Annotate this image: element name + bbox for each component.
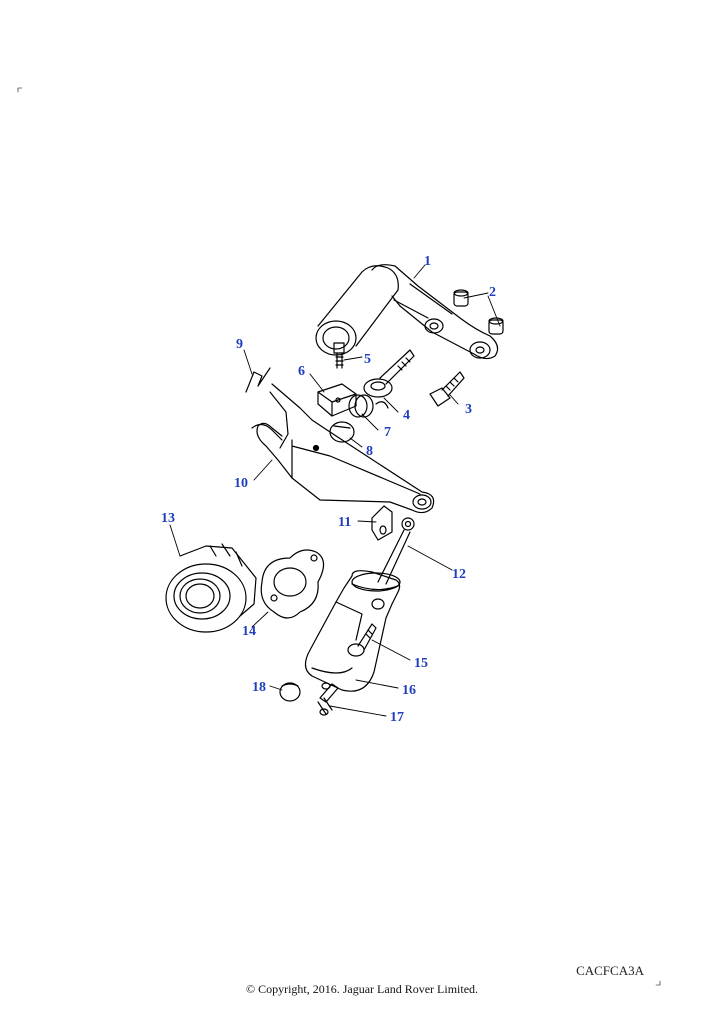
callout-9: 9	[236, 337, 243, 352]
callout-4: 4	[403, 408, 410, 423]
callout-3: 3	[465, 402, 472, 417]
reference-code: CACFCA3A	[576, 963, 644, 978]
callout-15: 15	[414, 656, 428, 671]
part-6-bracket	[317, 383, 357, 417]
part-15-bolt	[347, 623, 377, 657]
part-10-clutch-fork	[251, 383, 435, 514]
part-8-pivot-ball	[329, 421, 355, 443]
part-3-bolt	[429, 371, 465, 407]
part-4-long-bolt	[363, 349, 415, 409]
callout-12: 12	[452, 567, 466, 582]
callout-14: 14	[242, 624, 256, 639]
corner-mark-top-left	[17, 87, 23, 93]
callout-6: 6	[298, 364, 305, 379]
callout-11: 11	[338, 515, 351, 530]
callout-16: 16	[402, 683, 416, 698]
callout-1: 1	[424, 254, 431, 269]
part-13-release-bearing	[165, 543, 257, 633]
part-9-spring-clip	[245, 367, 271, 393]
leader-lines	[169, 264, 501, 717]
part-5-screw	[333, 342, 345, 369]
callout-17: 17	[390, 710, 404, 725]
copyright-notice: © Copyright, 2016. Jaguar Land Rover Lim…	[245, 982, 479, 996]
part-7-bush	[348, 394, 374, 418]
part-14-gasket	[260, 549, 325, 619]
part-16-slave-cylinder	[304, 570, 401, 692]
callout-5: 5	[364, 352, 371, 367]
part-2-bushes	[453, 289, 504, 335]
part-1-shaft-lever	[315, 264, 499, 360]
callout-10: 10	[234, 476, 248, 491]
part-12-push-rod	[377, 517, 415, 585]
callout-2: 2	[489, 285, 496, 300]
part-18-dust-cap	[279, 682, 301, 702]
callout-18: 18	[252, 680, 266, 695]
callout-7: 7	[384, 425, 391, 440]
corner-mark-bottom-right	[655, 980, 661, 986]
callout-8: 8	[366, 444, 373, 459]
part-17-bleed-screw	[317, 682, 339, 716]
part-11-clip	[371, 505, 393, 541]
callout-13: 13	[161, 511, 175, 526]
